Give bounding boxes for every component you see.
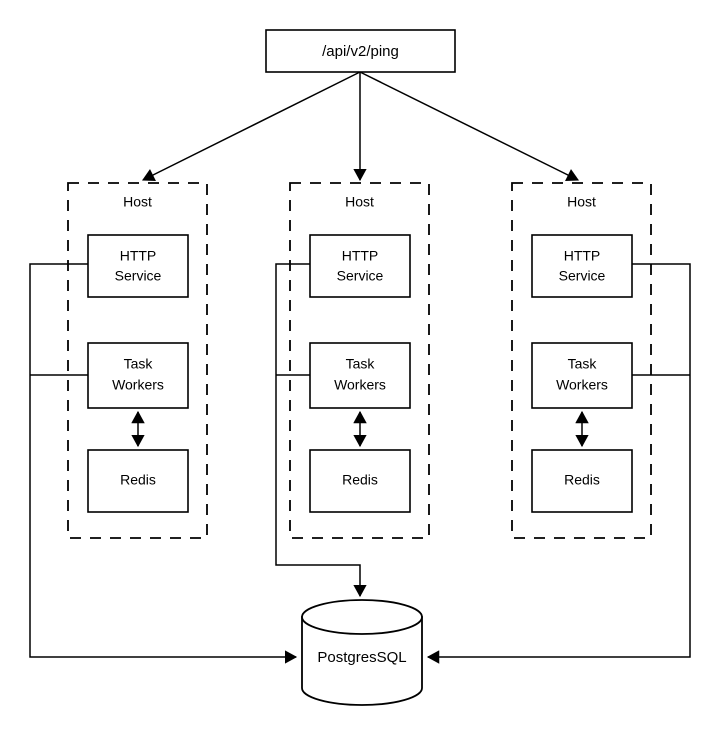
task-workers-middle[interactable]: Task Workers [309, 342, 411, 409]
http-service-left-label-line2: Service [115, 268, 162, 284]
host-middle-boundary [289, 182, 430, 539]
edges-host-left-to-database [29, 263, 298, 664]
http-service-left-box [87, 234, 189, 298]
edge-entry-to-host-left [141, 71, 361, 182]
http-service-right-label-line1: HTTP [564, 248, 601, 264]
redis-right-box [531, 449, 633, 513]
http-service-middle-label-line1: HTTP [342, 248, 379, 264]
edge-entry-to-host-right [359, 71, 580, 182]
entry-node[interactable]: /api/v2/ping [265, 29, 456, 73]
host-right-label: Host [567, 194, 596, 210]
edge-http-service-middle-to-postgresql [275, 263, 367, 598]
redis-middle[interactable]: Redis [309, 449, 411, 513]
http-service-middle[interactable]: HTTP Service [309, 234, 411, 298]
edges-host-middle-to-database [275, 263, 367, 598]
task-workers-right-label-line2: Workers [556, 377, 608, 393]
task-workers-left-box [87, 342, 189, 409]
host-left[interactable]: Host HTTP Service Task Workers Redis [67, 182, 208, 539]
postgresql-label: PostgresSQL [317, 649, 406, 666]
http-service-left-label-line1: HTTP [120, 248, 157, 264]
edges-host-right-to-database [426, 263, 691, 664]
entry-node-label: /api/v2/ping [322, 43, 399, 60]
task-workers-right[interactable]: Task Workers [531, 342, 633, 409]
redis-middle-box [309, 449, 411, 513]
postgresql-database[interactable]: PostgresSQL [301, 599, 423, 706]
http-service-left[interactable]: HTTP Service [87, 234, 189, 298]
host-left-label: Host [123, 194, 152, 210]
http-service-right-box [531, 234, 633, 298]
task-workers-middle-label-line2: Workers [334, 377, 386, 393]
host-middle[interactable]: Host HTTP Service Task Workers Redis [289, 182, 430, 539]
host-right-boundary [511, 182, 652, 539]
task-workers-left-label-line1: Task [124, 356, 154, 372]
postgresql-cylinder-top [301, 599, 423, 635]
redis-left[interactable]: Redis [87, 449, 189, 513]
host-right[interactable]: Host HTTP Service Task Workers Redis [511, 182, 652, 539]
edge-http-service-left-to-postgresql [29, 263, 298, 664]
redis-right-label: Redis [564, 472, 600, 488]
redis-middle-label: Redis [342, 472, 378, 488]
edge-http-service-right-to-postgresql [426, 263, 691, 664]
http-service-right[interactable]: HTTP Service [531, 234, 633, 298]
host-middle-label: Host [345, 194, 374, 210]
task-workers-right-label-line1: Task [568, 356, 598, 372]
host-left-boundary [67, 182, 208, 539]
redis-right[interactable]: Redis [531, 449, 633, 513]
task-workers-left[interactable]: Task Workers [87, 342, 189, 409]
http-service-middle-box [309, 234, 411, 298]
http-service-middle-label-line2: Service [337, 268, 384, 284]
entry-node-box [265, 29, 456, 73]
task-workers-left-label-line2: Workers [112, 377, 164, 393]
http-service-right-label-line2: Service [559, 268, 606, 284]
task-workers-middle-label-line1: Task [346, 356, 376, 372]
redis-left-box [87, 449, 189, 513]
entry-fanout-edges [141, 71, 580, 182]
redis-left-label: Redis [120, 472, 156, 488]
task-workers-right-box [531, 342, 633, 409]
postgresql-cylinder-body [301, 616, 423, 706]
task-workers-middle-box [309, 342, 411, 409]
